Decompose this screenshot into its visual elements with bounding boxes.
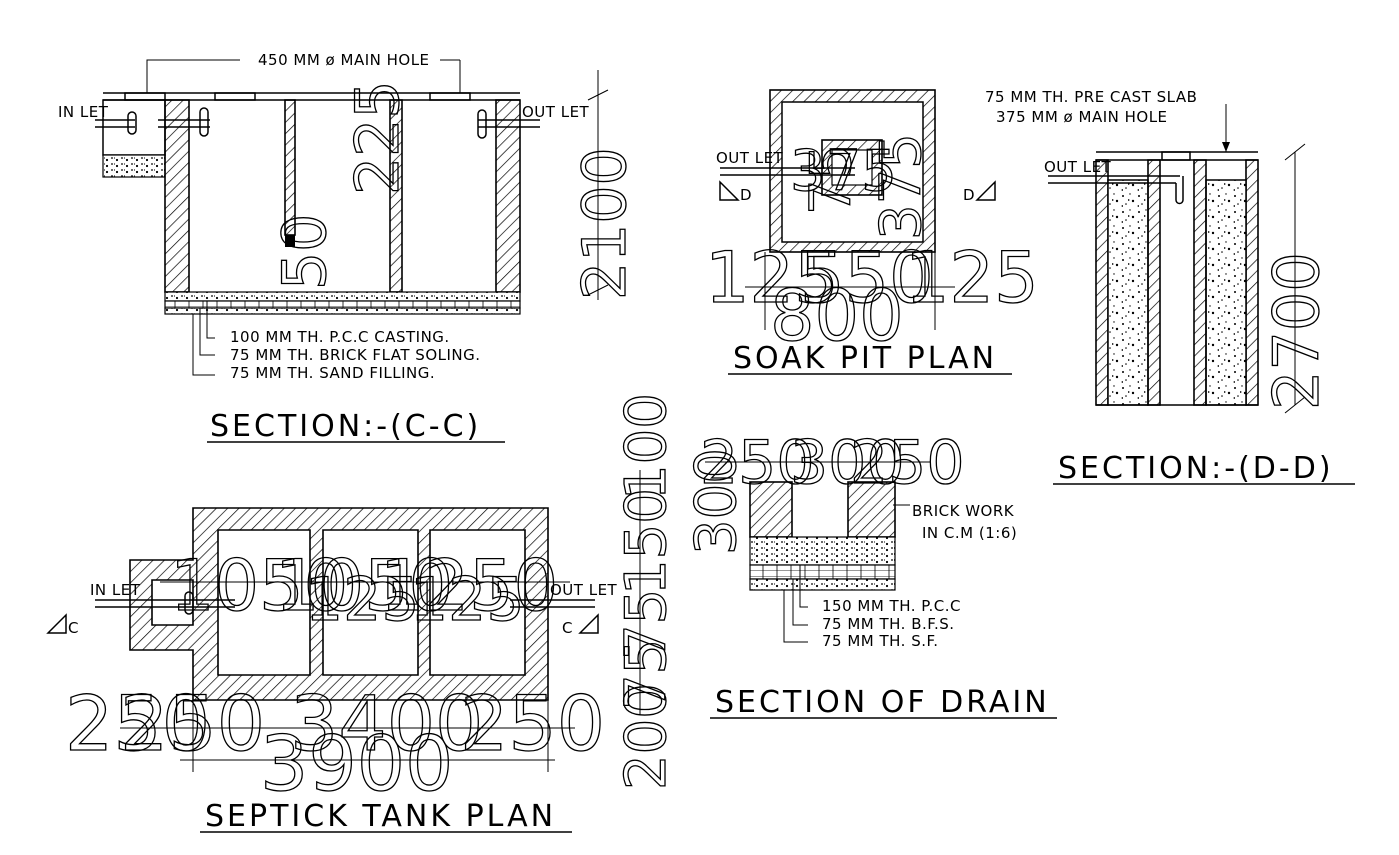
cut-d-left: D [740,186,752,204]
soak-pit-plan: OUT LET D D 375 375 75 125 550 125 800 S… [704,89,1039,376]
dim-1050-b: 1050 [275,545,453,627]
cut-c-right: C [562,619,573,637]
soak-pit-title: SOAK PIT PLAN [733,341,997,376]
drain-dim-left-e: 300 [684,448,749,555]
drain-dim-top-mid: 300 [790,428,905,498]
note-main-hole: 375 MM ø MAIN HOLE [996,108,1168,126]
manhole-cover [429,92,471,101]
brick-note-1: BRICK WORK [912,502,1015,520]
section-dd: OUT LET 75 MM TH. PRE CAST SLAB 375 MM ø… [985,88,1355,486]
soak-outlet-label: OUT LET [716,149,784,167]
dim-1250: 1250 [380,545,558,627]
dim-1050-a: 1050 [170,545,348,627]
dim-250-c: 250 [460,679,605,768]
cut-d-right: D [963,186,975,204]
inner-dimension: 225 [343,80,413,195]
drain-bfs [749,564,896,580]
dd-filter-left [1107,179,1149,406]
dim-550: 550 [800,237,934,319]
dd-filter-right [1205,179,1247,406]
septic-plan: IN LET OUT LET C C 1050 1050 1250 125 12… [46,507,618,834]
dim-375-b: 375 [869,133,934,240]
dim-125-right: 125 [905,237,1039,319]
sand-layer [164,307,521,315]
section-cc-title: SECTION:-(C-C) [210,409,481,444]
note-sand: 75 MM TH. SAND FILLING. [230,364,435,382]
septic-walls [129,507,549,701]
dd-outer-wall-right [1245,159,1259,406]
plan-inlet-label: IN LET [90,581,141,599]
section-dd-title: SECTION:-(D-D) [1058,451,1334,486]
drain-title: SECTION OF DRAIN [715,685,1050,720]
inlet-pipe [95,107,210,137]
septic-plan-title: SEPTICK TANK PLAN [205,799,556,834]
dim-3400: 3400 [290,679,483,768]
note-pcc: 100 MM TH. P.C.C CASTING. [230,328,450,346]
dim-375-a: 375 [790,139,897,204]
dim-125-a: 125 [305,565,420,635]
dim-250-a: 250 [65,679,210,768]
dd-outlet-label: OUT LET [1044,158,1112,176]
left-wall [164,99,190,293]
dim-75: 75 [799,144,864,215]
brick-soling-layer [164,300,521,309]
section-cc: 450 MM ø MAIN HOLE IN LET OUT LET 2100 2… [58,51,641,444]
drain-wall-right [847,481,896,538]
manhole-cover [124,92,166,101]
section-drain: 250 300 250 100 150 75 75 300 200 BRICK … [613,392,1057,791]
manhole-cover [214,92,256,101]
dd-inner-wall-right [1193,159,1207,406]
drain-note-pcc: 150 MM TH. P.C.C [822,597,961,615]
main-hole-leader [146,59,240,93]
drain-pcc [749,536,896,566]
height-dimension: 2100 [570,147,640,300]
brick-note-2: IN C.M (1:6) [922,524,1017,542]
drain-note-sf: 75 MM TH. S.F. [822,632,939,650]
dd-height-dimension: 2700 [1260,252,1333,410]
plan-outlet-label: OUT LET [550,581,618,599]
drain-dim-left-d: 75 [614,639,679,710]
pcc-layer [164,291,521,302]
outlet-pipe [477,109,540,139]
cut-c-left: C [68,619,79,637]
inlet-chamber-bed [102,154,166,178]
main-hole-label: 450 MM ø MAIN HOLE [258,51,430,69]
drain-dim-left-a: 100 [614,393,679,500]
dim-3900: 3900 [260,719,453,808]
dim-800: 800 [770,275,904,357]
note-precast-slab: 75 MM TH. PRE CAST SLAB [985,88,1197,106]
small-dimension: 50 [270,214,340,290]
baffle-end [285,235,295,247]
dim-125-left: 125 [705,237,839,319]
note-brick-soling: 75 MM TH. BRICK FLAT SOLING. [230,346,481,364]
drain-dim-left-b: 150 [614,488,679,595]
dd-outer-wall-left [1095,159,1109,406]
drain-sf [749,578,896,591]
inlet-label: IN LET [58,103,109,121]
plan-inlet-pipe [95,591,235,615]
plan-outlet-pipe [510,599,595,608]
dim-125-b: 125 [410,565,525,635]
drain-note-bfs: 75 MM TH. B.F.S. [822,615,955,633]
drain-dim-left-total: 200 [614,683,679,790]
right-wall [495,99,521,293]
dd-inner-wall-left [1147,159,1161,406]
drain-dim-left-c: 75 [614,589,679,660]
drain-dim-top: 250 [700,428,815,498]
outlet-label: OUT LET [522,103,590,121]
drain-dim-top-side: 250 [850,428,965,498]
